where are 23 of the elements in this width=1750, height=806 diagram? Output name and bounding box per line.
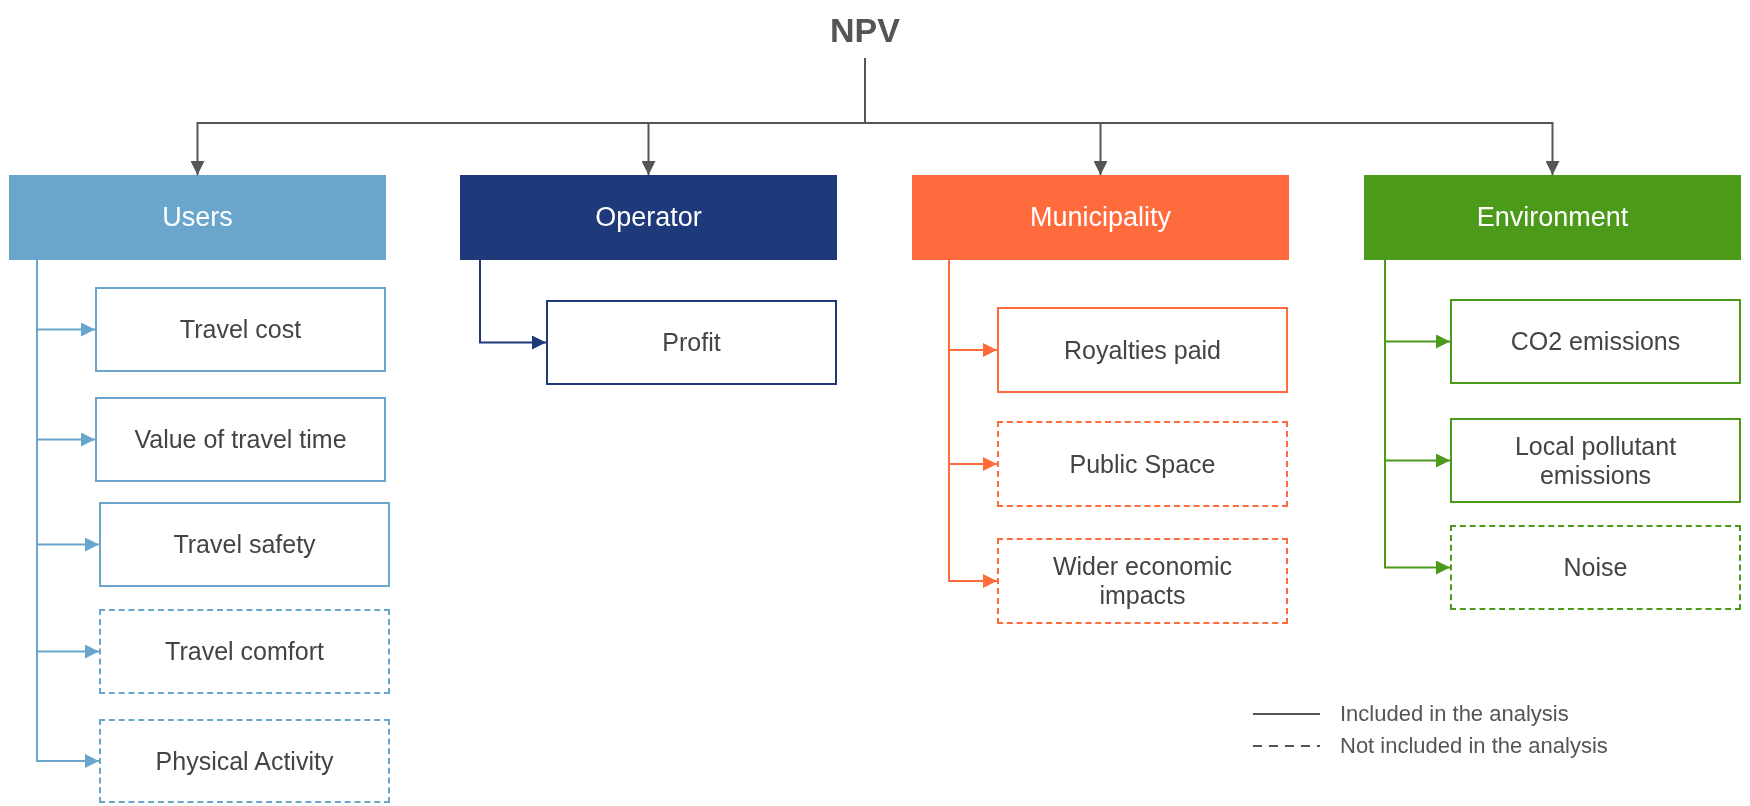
item-box: Noise [1450, 525, 1741, 610]
item-box: Royalties paid [997, 307, 1288, 393]
item-box: Local pollutant emissions [1450, 418, 1741, 503]
arrow [479, 259, 547, 350]
item-box: Physical Activity [99, 719, 390, 803]
item-box: Wider economic impacts [997, 538, 1288, 624]
legend-text: Included in the analysis [1340, 701, 1569, 727]
category-box: Users [9, 175, 386, 260]
category-box: Municipality [912, 175, 1289, 260]
item-box: CO2 emissions [1450, 299, 1741, 384]
category-box: Environment [1364, 175, 1741, 260]
item-box: Value of travel time [95, 397, 386, 482]
item-box: Travel comfort [99, 609, 390, 694]
item-box: Profit [546, 300, 837, 385]
arrow [864, 57, 1560, 176]
legend-text: Not included in the analysis [1340, 733, 1608, 759]
category-box: Operator [460, 175, 837, 260]
root-label: NPV [800, 2, 930, 58]
arrow [1384, 259, 1451, 575]
item-box: Travel cost [95, 287, 386, 372]
arrow [948, 259, 998, 588]
item-box: Public Space [997, 421, 1288, 507]
item-box: Travel safety [99, 502, 390, 587]
